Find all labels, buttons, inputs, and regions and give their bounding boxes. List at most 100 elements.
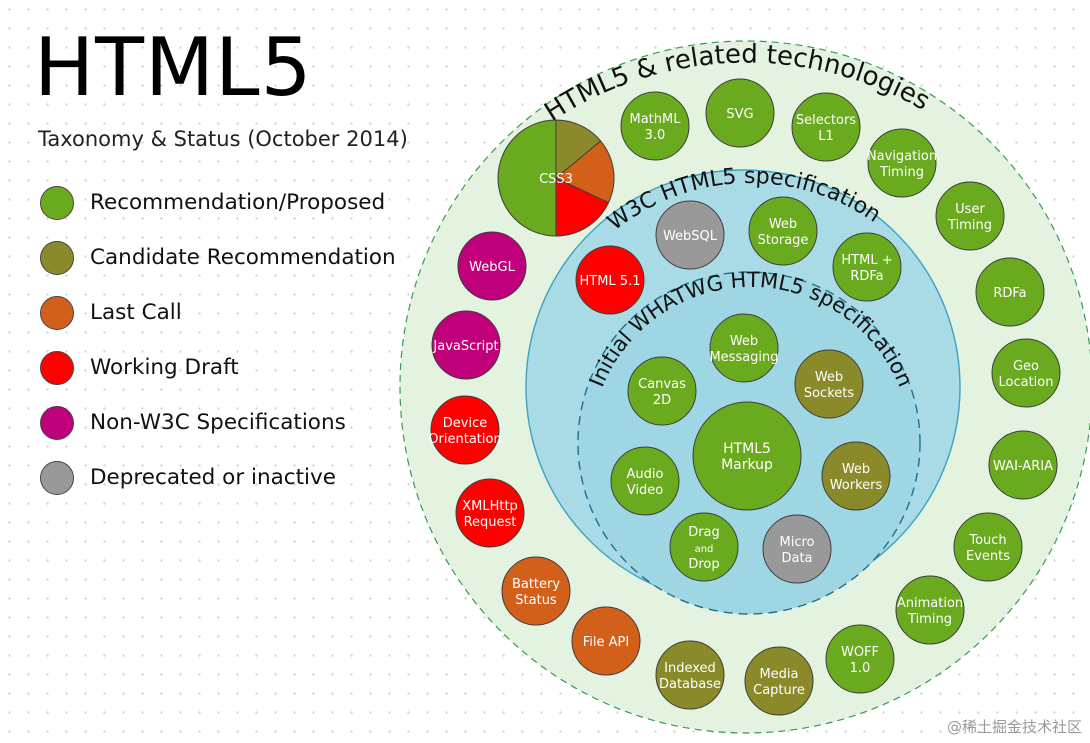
- indexed-database-label: Indexed: [664, 661, 716, 676]
- media-capture-circle: [744, 646, 814, 716]
- svg-circle: [705, 78, 775, 148]
- canvas-2d-label: Canvas: [638, 377, 686, 392]
- file-api-label: File API: [583, 635, 629, 650]
- device-orientation-label: Device: [443, 416, 487, 431]
- legend-swatch: [40, 240, 74, 275]
- css3-label: CSS3: [539, 172, 573, 187]
- legend-item-deprecated: Deprecated or inactive: [40, 450, 396, 505]
- legend-label: Recommendation/Proposed: [90, 190, 386, 215]
- xmlhttp-request-circle: [455, 478, 525, 548]
- micro-data-circle: [762, 514, 832, 584]
- mathml-label: 3.0: [645, 128, 666, 143]
- selectors-label: L1: [818, 129, 834, 144]
- webgl-label: WebGL: [469, 260, 515, 275]
- battery-status-circle: [501, 556, 571, 626]
- wai-aria-label: WAI-ARIA: [993, 459, 1053, 474]
- media-capture-label: Media: [759, 667, 798, 682]
- html-5-1-circle: [575, 245, 645, 315]
- html-rdfa-label: HTML +: [841, 253, 892, 268]
- html-rdfa-label: RDFa: [850, 269, 883, 284]
- file-api-circle: [571, 606, 641, 676]
- legend-swatch: [40, 460, 74, 495]
- selectors-circle: [791, 92, 861, 162]
- legend-label: Deprecated or inactive: [90, 465, 336, 490]
- mathml-label: MathML: [630, 112, 682, 127]
- html-5-1-label: HTML 5.1: [580, 274, 641, 289]
- legend-swatch: [40, 185, 74, 220]
- legend-label: Non-W3C Specifications: [90, 410, 346, 435]
- svg-label: SVG: [726, 107, 753, 122]
- node-javascript: JavaScript: [431, 310, 501, 380]
- html5-markup-label: HTML5: [723, 441, 771, 457]
- web-sockets-circle: [794, 349, 864, 419]
- css3-slice-working-draft: [555, 177, 610, 237]
- user-timing-label: User: [955, 202, 985, 217]
- battery-status-label: Status: [515, 593, 557, 608]
- xmlhttp-request-label: Request: [464, 515, 517, 530]
- node-svg: SVG: [705, 78, 775, 148]
- javascript-label: JavaScript: [432, 339, 498, 354]
- geo-location-circle: [991, 338, 1061, 408]
- node-rdfa: RDFa: [975, 257, 1045, 327]
- legend-item-last-call: Last Call: [40, 285, 396, 340]
- drag-and-drop-label: Drop: [688, 557, 719, 572]
- legend-label: Working Draft: [90, 355, 239, 380]
- legend-swatch: [40, 350, 74, 385]
- micro-data-label: Micro: [780, 535, 815, 550]
- web-workers-label: Workers: [830, 478, 883, 493]
- device-orientation-label: Orientation: [428, 432, 501, 447]
- drag-and-drop-label: Drag: [688, 525, 720, 540]
- audio-video-label: Audio: [627, 467, 664, 482]
- web-sockets-label: Sockets: [804, 386, 855, 401]
- media-capture-label: Capture: [753, 683, 805, 698]
- animation-timing-label: Timing: [907, 612, 952, 627]
- node-wai-aria: WAI-ARIA: [988, 430, 1058, 500]
- html-rdfa-circle: [832, 232, 902, 302]
- node-websql: WebSQL: [655, 200, 725, 270]
- node-webgl: WebGL: [457, 231, 527, 301]
- web-sockets-label: Web: [815, 370, 843, 385]
- legend-item-candidate: Candidate Recommendation: [40, 230, 396, 285]
- node-html-rdfa: HTML +RDFa: [832, 232, 902, 302]
- geo-location-label: Geo: [1013, 359, 1039, 374]
- woff-label: 1.0: [850, 661, 871, 676]
- legend-swatch: [40, 405, 74, 440]
- touch-events-label: Events: [966, 549, 1010, 564]
- css3-slice-candidate: [555, 119, 602, 180]
- drag-and-drop-circle: [669, 512, 739, 582]
- legend-label: Candidate Recommendation: [90, 245, 396, 270]
- woff-circle: [825, 624, 895, 694]
- indexed-database-circle: [655, 640, 725, 710]
- audio-video-circle: [610, 446, 680, 516]
- webgl-circle: [457, 231, 527, 301]
- touch-events-circle: [953, 512, 1023, 582]
- drag-and-drop-label: and: [695, 544, 714, 555]
- user-timing-circle: [935, 181, 1005, 251]
- navigation-timing-circle: [867, 128, 937, 198]
- html5-markup-circle: [692, 401, 802, 511]
- legend-item-recommendation: Recommendation/Proposed: [40, 175, 396, 230]
- device-orientation-circle: [430, 395, 500, 465]
- mathml-circle: [620, 91, 690, 161]
- battery-status-label: Battery: [512, 577, 560, 592]
- user-timing-label: Timing: [947, 218, 992, 233]
- legend-label: Last Call: [90, 300, 182, 325]
- xmlhttp-request-label: XMLHttp: [462, 499, 518, 514]
- animation-timing-circle: [895, 575, 965, 645]
